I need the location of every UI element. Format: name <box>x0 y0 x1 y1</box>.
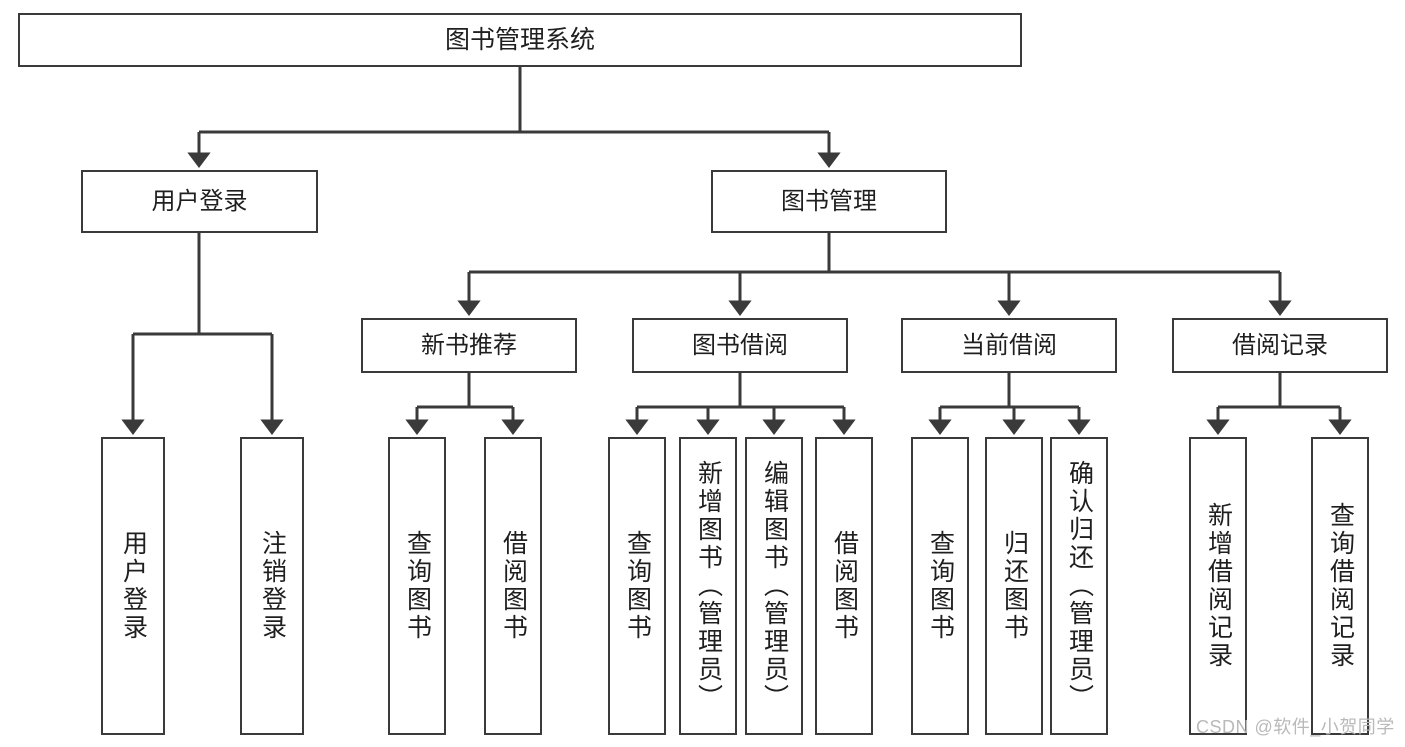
node-book-borrow[interactable]: 图书借阅 <box>632 318 848 373</box>
leaf-query-book-2[interactable]: 查询图书 <box>608 437 666 735</box>
node-label: 图书借阅 <box>692 331 788 359</box>
node-label: 新增图书（管理员） <box>694 460 723 712</box>
node-label: 查询借阅记录 <box>1326 502 1355 670</box>
node-label: 借阅图书 <box>499 530 528 642</box>
node-new-book-recommend[interactable]: 新书推荐 <box>361 318 577 373</box>
node-label: 新书推荐 <box>421 331 517 359</box>
node-label: 查询图书 <box>926 530 955 642</box>
leaf-add-borrow-record[interactable]: 新增借阅记录 <box>1189 437 1247 735</box>
node-label: 用户登录 <box>119 530 148 642</box>
leaf-borrow-book-1[interactable]: 借阅图书 <box>484 437 542 735</box>
node-user-login[interactable]: 用户登录 <box>81 170 318 233</box>
leaf-user-login[interactable]: 用户登录 <box>101 437 165 735</box>
leaf-logout-login[interactable]: 注销登录 <box>240 437 304 735</box>
leaf-query-book-3[interactable]: 查询图书 <box>911 437 969 735</box>
leaf-query-book-1[interactable]: 查询图书 <box>388 437 446 735</box>
node-label: 查询图书 <box>623 530 652 642</box>
leaf-query-borrow-record[interactable]: 查询借阅记录 <box>1311 437 1369 735</box>
node-label: 借阅图书 <box>830 530 859 642</box>
node-label: 查询图书 <box>403 530 432 642</box>
node-current-borrow[interactable]: 当前借阅 <box>901 318 1117 373</box>
node-borrow-record[interactable]: 借阅记录 <box>1172 318 1388 373</box>
node-label: 新增借阅记录 <box>1204 502 1233 670</box>
leaf-edit-book-admin[interactable]: 编辑图书（管理员） <box>745 437 803 735</box>
node-label: 借阅记录 <box>1232 331 1328 359</box>
csdn-watermark: CSDN @软件_小贺同学 <box>1196 717 1395 737</box>
node-label: 图书管理 <box>781 187 877 215</box>
leaf-return-book[interactable]: 归还图书 <box>985 437 1043 735</box>
node-label: 当前借阅 <box>961 331 1057 359</box>
leaf-add-book-admin[interactable]: 新增图书（管理员） <box>679 437 737 735</box>
node-label: 归还图书 <box>1000 530 1029 642</box>
leaf-confirm-return-admin[interactable]: 确认归还（管理员） <box>1050 437 1108 735</box>
node-root-system[interactable]: 图书管理系统 <box>18 13 1022 67</box>
node-label: 图书管理系统 <box>444 25 595 54</box>
node-book-manage[interactable]: 图书管理 <box>711 170 947 233</box>
node-label: 注销登录 <box>258 530 287 642</box>
node-label: 用户登录 <box>151 187 248 215</box>
node-label: 编辑图书（管理员） <box>760 460 789 712</box>
node-label: 确认归还（管理员） <box>1065 460 1094 712</box>
leaf-borrow-book-2[interactable]: 借阅图书 <box>815 437 873 735</box>
